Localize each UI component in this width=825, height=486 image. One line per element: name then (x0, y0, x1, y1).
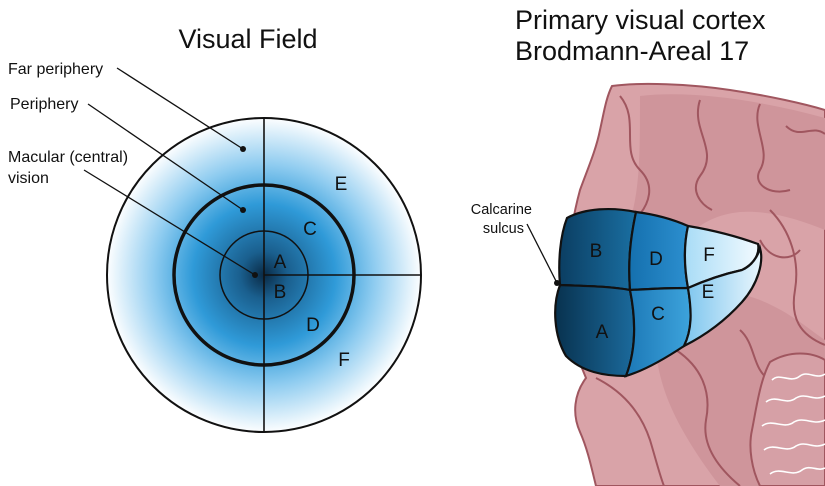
cortex-title-line1: Primary visual cortex (515, 5, 766, 35)
cortex-label-d: D (649, 249, 663, 270)
calcarine-dot (554, 280, 560, 286)
periphery-label: Periphery (10, 96, 78, 113)
calcarine-leader (527, 224, 557, 283)
cortex-label-a: A (596, 322, 609, 343)
macular-label-line1: Macular (central) (8, 149, 128, 166)
field-region-e: E (335, 174, 348, 195)
visual-field-title: Visual Field (178, 24, 317, 54)
field-region-b: B (274, 282, 287, 303)
cortex-label-e: E (702, 282, 715, 303)
field-region-a: A (274, 252, 287, 273)
cortex-label-b: B (590, 241, 603, 262)
cortex-label-c: C (651, 304, 665, 325)
periphery-dot (240, 207, 246, 213)
calcarine-label-line1: Calcarine (471, 202, 532, 218)
cortex-region-a (555, 285, 634, 376)
far-periphery-dot (240, 146, 246, 152)
calcarine-label-line2: sulcus (483, 221, 524, 237)
field-region-f: F (338, 350, 350, 371)
calcarine-callout: Calcarine sulcus (471, 202, 560, 286)
cortex-label-f: F (703, 245, 715, 266)
far-periphery-label: Far periphery (8, 61, 103, 78)
visual-field-diagram: A B C D E F (107, 118, 421, 432)
field-region-c: C (303, 219, 317, 240)
macular-dot (252, 272, 258, 278)
cortex-title-line2: Brodmann-Areal 17 (515, 36, 749, 66)
field-region-d: D (306, 315, 320, 336)
macular-label-line2: vision (8, 170, 49, 187)
